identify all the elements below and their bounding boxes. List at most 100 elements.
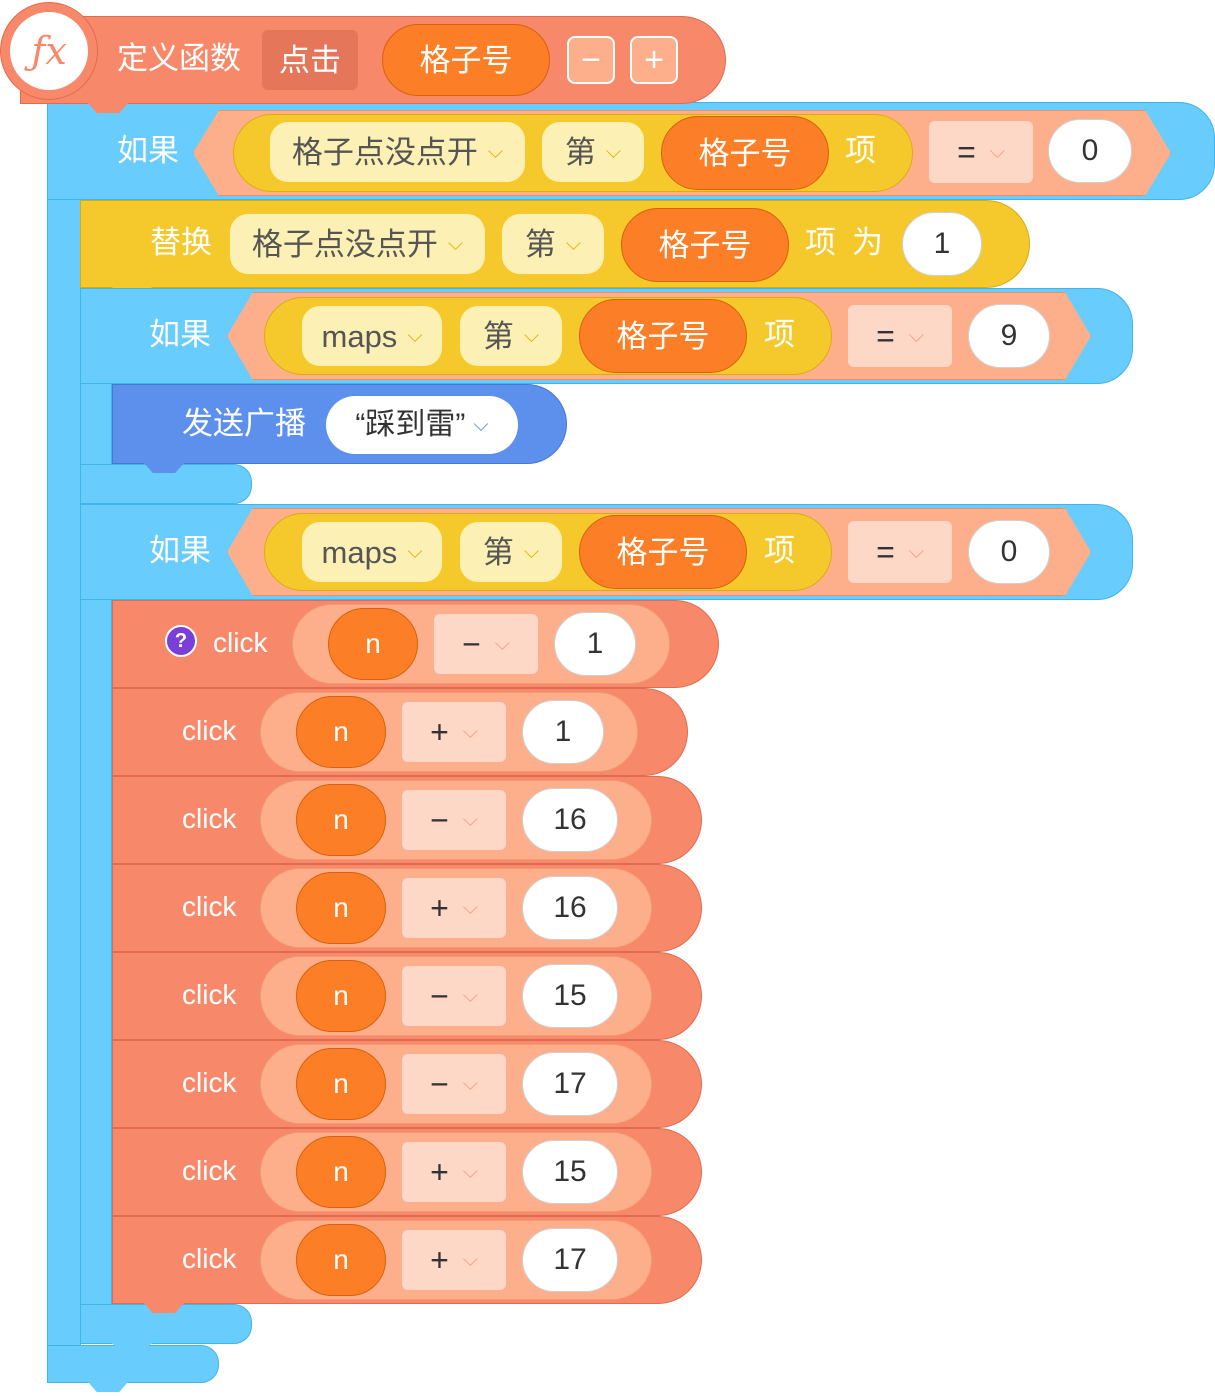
item-label: 项 [764, 317, 795, 352]
operator-label: + [430, 1154, 449, 1190]
broadcast-label: 发送广播 [182, 406, 306, 441]
operator-select[interactable]: − ⌵ [434, 614, 538, 674]
broadcast-message-select[interactable]: “踩到雷” ⌵ [326, 396, 518, 454]
chevron-down-icon: ⌵ [407, 325, 423, 347]
as-label: 为 [852, 225, 883, 260]
chevron-down-icon: ⌵ [908, 541, 924, 563]
variable-n[interactable]: n [296, 696, 386, 768]
chevron-down-icon: ⌵ [908, 325, 924, 347]
variable-n[interactable]: n [296, 1136, 386, 1208]
operator-select[interactable]: = ⌵ [929, 121, 1033, 183]
list-select[interactable]: maps ⌵ [302, 306, 442, 366]
add-param-button[interactable]: + [630, 36, 678, 84]
fx-icon: ƒx [0, 2, 98, 100]
compare-value-input[interactable]: 0 [968, 520, 1050, 584]
number-input[interactable]: 17 [522, 1052, 618, 1116]
operator-select[interactable]: + ⌵ [402, 1142, 506, 1202]
notch [88, 1382, 128, 1392]
click-label: click [213, 627, 268, 658]
list-select[interactable]: 格子点没点开 ⌵ [270, 122, 525, 182]
variable-n[interactable]: n [296, 872, 386, 944]
replace-label: 替换 [150, 225, 212, 260]
function-name-field[interactable]: 点击 [262, 30, 358, 90]
nth-label: 第 [482, 534, 514, 570]
chevron-down-icon: ⌵ [462, 1073, 478, 1095]
operator-select[interactable]: + ⌵ [402, 702, 506, 762]
nth-label: 第 [564, 134, 596, 170]
operator-select[interactable]: + ⌵ [402, 878, 506, 938]
item-label: 项 [805, 225, 836, 260]
variable-n[interactable]: n [296, 960, 386, 1032]
operator-select[interactable]: + ⌵ [402, 1230, 506, 1290]
number-input[interactable]: 16 [522, 876, 618, 940]
list-select-label: 格子点没点开 [251, 226, 438, 262]
index-variable[interactable]: 格子号 [579, 299, 747, 373]
operator-select[interactable]: − ⌵ [402, 966, 506, 1026]
variable-n[interactable]: n [296, 1224, 386, 1296]
operator-label: = [876, 534, 895, 570]
compare-value-input[interactable]: 0 [1048, 119, 1132, 183]
number-input[interactable]: 15 [522, 1140, 618, 1204]
if-block-outer-arm [47, 102, 81, 1372]
nth-select[interactable]: 第 ⌵ [460, 306, 562, 366]
click-label: click [182, 1067, 237, 1098]
operator-label: = [957, 134, 976, 170]
click-label: click [182, 979, 237, 1010]
chevron-down-icon: ⌵ [462, 809, 478, 831]
if-label: 如果 [117, 133, 179, 168]
variable-n[interactable]: n [296, 784, 386, 856]
notch [144, 1303, 184, 1313]
chevron-down-icon: ⌵ [989, 141, 1005, 163]
operator-label: = [876, 318, 895, 354]
list-select-label: maps [321, 534, 398, 570]
chevron-down-icon: ⌵ [473, 414, 489, 436]
chevron-down-icon: ⌵ [565, 233, 582, 255]
list-select-label: maps [321, 318, 398, 354]
param-gezihao[interactable]: 格子号 [382, 24, 550, 96]
list-select[interactable]: maps ⌵ [302, 522, 442, 582]
number-input[interactable]: 15 [522, 964, 618, 1028]
operator-select[interactable]: = ⌵ [848, 521, 952, 583]
list-select[interactable]: 格子点没点开 ⌵ [230, 214, 485, 274]
notch [144, 463, 184, 473]
click-label: click [182, 1243, 237, 1274]
index-variable[interactable]: 格子号 [579, 515, 747, 589]
chevron-down-icon: ⌵ [605, 141, 622, 163]
number-input[interactable]: 17 [522, 1228, 618, 1292]
notch [88, 103, 128, 113]
nth-select[interactable]: 第 ⌵ [502, 214, 604, 274]
chevron-down-icon: ⌵ [523, 541, 540, 563]
number-input[interactable]: 1 [554, 612, 636, 676]
variable-n[interactable]: n [328, 608, 418, 680]
chevron-down-icon: ⌵ [494, 633, 510, 655]
click-label: click [182, 891, 237, 922]
chevron-down-icon: ⌵ [462, 721, 478, 743]
number-input[interactable]: 1 [522, 700, 604, 764]
operator-label: + [430, 1242, 449, 1278]
operator-label: + [430, 890, 449, 926]
help-icon[interactable]: ? [165, 625, 197, 657]
chevron-down-icon: ⌵ [462, 897, 478, 919]
item-label: 项 [764, 533, 795, 568]
if-label: 如果 [149, 317, 211, 352]
nth-select[interactable]: 第 ⌵ [460, 522, 562, 582]
nth-select[interactable]: 第 ⌵ [542, 122, 644, 182]
chevron-down-icon: ⌵ [447, 233, 464, 255]
operator-select[interactable]: − ⌵ [402, 790, 506, 850]
nth-label: 第 [482, 318, 514, 354]
operator-label: − [462, 626, 481, 662]
index-variable[interactable]: 格子号 [661, 116, 829, 190]
number-input[interactable]: 16 [522, 788, 618, 852]
operator-select[interactable]: − ⌵ [402, 1054, 506, 1114]
operator-label: − [430, 1066, 449, 1102]
operator-label: + [430, 714, 449, 750]
operator-select[interactable]: = ⌵ [848, 305, 952, 367]
chevron-down-icon: ⌵ [523, 325, 540, 347]
index-variable[interactable]: 格子号 [621, 208, 789, 282]
chevron-down-icon: ⌵ [462, 1249, 478, 1271]
remove-param-button[interactable]: − [567, 36, 615, 84]
chevron-down-icon: ⌵ [462, 1161, 478, 1183]
variable-n[interactable]: n [296, 1048, 386, 1120]
compare-value-input[interactable]: 9 [968, 304, 1050, 368]
replace-value-input[interactable]: 1 [902, 212, 982, 276]
